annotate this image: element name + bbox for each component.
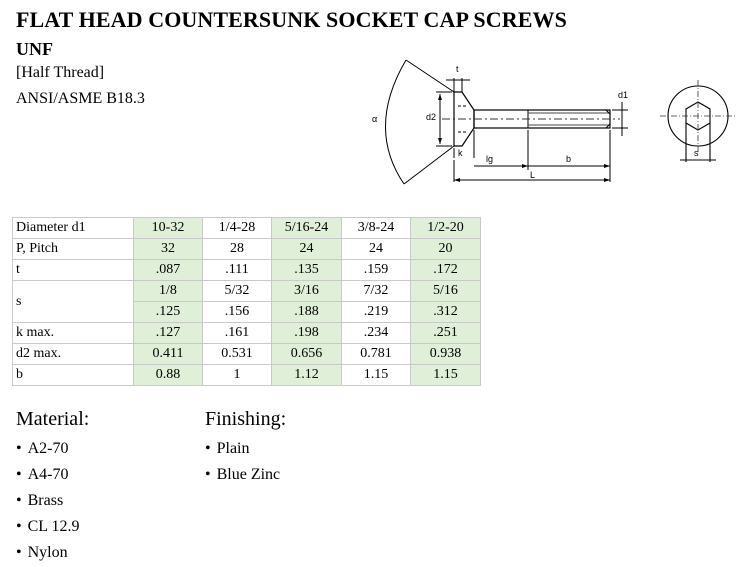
table-cell: 32 — [133, 238, 203, 260]
material-heading: Material: — [16, 408, 90, 430]
row-label-s: s — [12, 280, 134, 323]
table-cell: 1.15 — [410, 364, 481, 386]
material-item: CL 12.9 — [27, 518, 80, 535]
table-cell: 24 — [341, 238, 411, 260]
table-cell: 3/16 — [271, 280, 342, 302]
material-item: Brass — [27, 492, 64, 509]
table-cell: .188 — [271, 301, 342, 323]
bullet: • — [16, 492, 22, 509]
bullet: • — [205, 440, 211, 457]
column-header: 1/2-20 — [410, 217, 481, 239]
label-alpha: α — [372, 114, 377, 124]
label-b: b — [566, 154, 571, 164]
table-row-t: t .087 .111 .135 .159 .172 — [12, 259, 481, 281]
material-list: • A2-70 • A4-70 • Brass • CL 12.9 • Nylon — [16, 436, 79, 566]
row-label-pitch: P, Pitch — [12, 238, 134, 260]
page-title: FLAT HEAD COUNTERSUNK SOCKET CAP SCREWS — [16, 7, 567, 32]
thread-type: [Half Thread] — [16, 64, 105, 81]
label-lg: lg — [486, 154, 493, 164]
material-item: A4-70 — [27, 466, 69, 483]
bullet: • — [16, 544, 22, 561]
table-cell: 5/32 — [202, 280, 272, 302]
table-cell: 1 — [202, 364, 272, 386]
column-header: 10-32 — [133, 217, 203, 239]
table-row-s: s 1/8 5/32 3/16 7/32 5/16 — [12, 280, 481, 323]
table-cell: 24 — [271, 238, 342, 260]
table-cell: 0.656 — [271, 343, 342, 365]
table-cell: .159 — [341, 259, 411, 281]
table-cell: 0.531 — [202, 343, 272, 365]
table-cell: .161 — [202, 322, 272, 344]
specifications-table: Diameter d1 10-32 1/4-28 5/16-24 3/8-24 … — [12, 217, 481, 386]
bullet: • — [16, 518, 22, 535]
table-row-d2: d2 max. 0.411 0.531 0.656 0.781 0.938 — [12, 343, 481, 365]
label-d2: d2 — [426, 112, 436, 122]
table-cell: .219 — [341, 301, 411, 323]
table-cell: .172 — [410, 259, 481, 281]
table-cell: .135 — [271, 259, 342, 281]
table-cell: 0.88 — [133, 364, 203, 386]
table-cell: 0.781 — [341, 343, 411, 365]
table-cell: .198 — [271, 322, 342, 344]
table-cell: .251 — [410, 322, 481, 344]
table-cell: 5/16 — [410, 280, 481, 302]
list-item: • A4-70 — [16, 462, 79, 488]
list-item: • Blue Zinc — [205, 462, 280, 488]
row-label-t: t — [12, 259, 134, 281]
row-label-d2: d2 max. — [12, 343, 134, 365]
table-row-k: k max. .127 .161 .198 .234 .251 — [12, 322, 481, 344]
row-label-b: b — [12, 364, 134, 386]
table-cell: .125 — [133, 301, 203, 323]
table-cell: 1.12 — [271, 364, 342, 386]
thread-series: UNF — [16, 39, 53, 59]
label-k: k — [458, 148, 463, 158]
table-cell: 0.938 — [410, 343, 481, 365]
column-header: 3/8-24 — [341, 217, 411, 239]
label-t: t — [456, 64, 459, 74]
table-row-diameter: Diameter d1 10-32 1/4-28 5/16-24 3/8-24 … — [12, 217, 481, 239]
finishing-item: Plain — [216, 440, 250, 457]
table-row-pitch: P, Pitch 32 28 24 24 20 — [12, 238, 481, 260]
table-cell: .312 — [410, 301, 481, 323]
material-item: Nylon — [27, 544, 68, 561]
row-label-k: k max. — [12, 322, 134, 344]
material-item: A2-70 — [27, 440, 69, 457]
table-cell: .087 — [133, 259, 203, 281]
table-cell: .234 — [341, 322, 411, 344]
row-label-diameter: Diameter d1 — [12, 217, 134, 239]
table-cell: .127 — [133, 322, 203, 344]
standard-label: ANSI/ASME B18.3 — [16, 90, 145, 107]
screw-side-drawing: α t d2 d1 k lg b L — [372, 59, 628, 185]
angle-arc — [385, 59, 407, 185]
label-s: s — [694, 148, 699, 158]
column-header: 5/16-24 — [271, 217, 342, 239]
list-item: • A2-70 — [16, 436, 79, 462]
table-cell: .156 — [202, 301, 272, 323]
finishing-list: • Plain • Blue Zinc — [205, 436, 280, 488]
table-cell: 7/32 — [341, 280, 411, 302]
table-row-b: b 0.88 1 1.12 1.15 1.15 — [12, 364, 481, 386]
finishing-heading: Finishing: — [205, 408, 287, 430]
table-cell: 28 — [202, 238, 272, 260]
table-cell: 1/8 — [133, 280, 203, 302]
bullet: • — [205, 466, 211, 483]
screw-end-view: s — [660, 80, 736, 162]
finishing-item: Blue Zinc — [216, 466, 281, 483]
list-item: • CL 12.9 — [16, 514, 79, 540]
bullet: • — [16, 466, 22, 483]
table-cell: .111 — [202, 259, 272, 281]
table-row-s-decimal: .125 .156 .188 .219 .312 — [13, 301, 481, 323]
label-L: L — [530, 170, 535, 180]
list-item: • Brass — [16, 488, 79, 514]
table-cell: 1.15 — [341, 364, 411, 386]
table-cell: 20 — [410, 238, 481, 260]
column-header: 1/4-28 — [202, 217, 272, 239]
label-d1: d1 — [618, 90, 628, 100]
list-item: • Plain — [205, 436, 280, 462]
list-item: • Nylon — [16, 540, 79, 566]
bullet: • — [16, 440, 22, 457]
table-cell: 0.411 — [133, 343, 203, 365]
